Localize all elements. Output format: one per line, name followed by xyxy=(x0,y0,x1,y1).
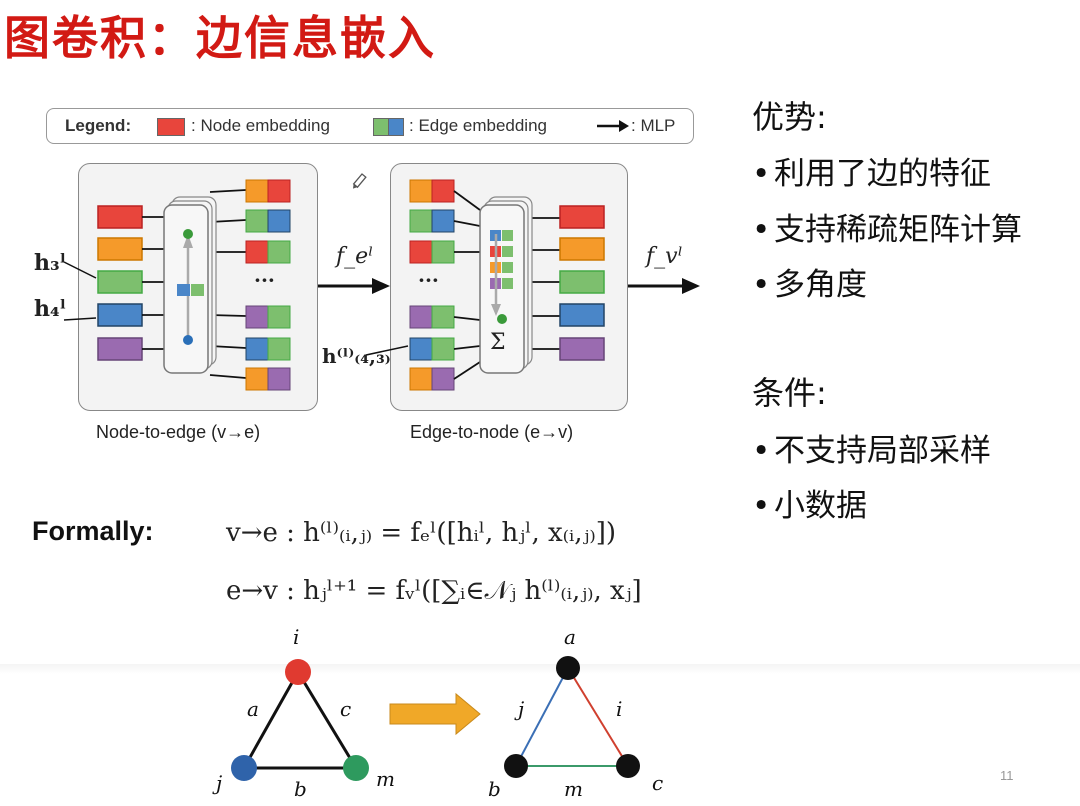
label-j-right: j xyxy=(514,697,524,721)
advantages-heading: 优势: xyxy=(752,98,827,136)
slide-title: 图卷积：边信息嵌入 xyxy=(4,11,436,65)
label-b-right: b xyxy=(488,777,501,801)
left-edge-embeddings xyxy=(245,179,291,391)
node-a xyxy=(556,656,580,680)
advantage-item: •利用了边的特征 xyxy=(752,156,991,192)
right-node-embeddings xyxy=(559,205,605,361)
advantage-item: •多角度 xyxy=(752,267,867,303)
divider-band xyxy=(0,664,1080,674)
pencil-icon xyxy=(352,173,367,189)
left-node-embeddings xyxy=(97,205,143,361)
label-c-right: c xyxy=(652,771,663,795)
equation-edge-to-node: e→v : hⱼˡ⁺¹ = fᵥˡ([∑ᵢ∈𝒩ⱼ h⁽ˡ⁾₍ᵢ,ⱼ₎, xⱼ] xyxy=(226,576,642,606)
legend-edge-label: : Edge embedding xyxy=(409,116,547,135)
formally-label: Formally: xyxy=(32,516,154,546)
condition-item: •不支持局部采样 xyxy=(752,433,991,469)
node-j xyxy=(231,755,257,781)
node-c xyxy=(616,754,640,778)
legend-mlp-label: : MLP xyxy=(631,116,676,135)
legend-heading: Legend: xyxy=(65,116,132,135)
label-j: j xyxy=(212,771,222,795)
edge-to-node-caption: Edge-to-node (e→v) xyxy=(410,422,574,442)
architecture-diagram xyxy=(63,173,700,391)
legend-box: Legend: : Node embedding : Edge embeddin… xyxy=(46,108,694,144)
node-i xyxy=(285,659,311,685)
label-a-right: a xyxy=(564,625,576,649)
label-c: c xyxy=(340,697,351,721)
label-a: a xyxy=(247,697,259,721)
equation-node-to-edge: v→e : h⁽ˡ⁾₍ᵢ,ⱼ₎ = fₑˡ([hᵢˡ, hⱼˡ, x₍ᵢ,ⱼ₎]… xyxy=(226,518,617,548)
page-number: 11 xyxy=(1000,768,1014,783)
right-edge-embeddings xyxy=(409,179,455,391)
right-dots: ··· xyxy=(418,268,439,292)
node-b xyxy=(504,754,528,778)
mlp-arrow-icon xyxy=(597,120,629,132)
edge-embedding-swatch-green xyxy=(373,118,389,136)
graph-transform-diagram: i a c j b m a j i b m c xyxy=(212,625,663,801)
fv-label: f_vˡ xyxy=(646,244,683,269)
h3-label: h₃ˡ xyxy=(34,250,67,276)
label-i: i xyxy=(293,625,299,649)
label-m-right: m xyxy=(564,777,583,801)
condition-item: •小数据 xyxy=(752,488,867,524)
label-m: m xyxy=(376,767,395,791)
node-embedding-swatch xyxy=(157,118,185,136)
sum-symbol: Σ xyxy=(490,330,506,355)
node-to-edge-caption: Node-to-edge (v→e) xyxy=(96,422,261,442)
node-m xyxy=(343,755,369,781)
conditions-heading: 条件: xyxy=(752,374,827,412)
h43-label: h⁽ˡ⁾₍₄,₃₎ xyxy=(322,344,391,368)
advantage-item: •支持稀疏矩阵计算 xyxy=(752,212,1022,248)
h4-label: h₄ˡ xyxy=(34,296,67,322)
label-i-right: i xyxy=(616,697,622,721)
edge-embedding-swatch-blue xyxy=(388,118,404,136)
legend-node-label: : Node embedding xyxy=(191,116,330,135)
label-b: b xyxy=(294,777,307,801)
left-dots: ··· xyxy=(254,268,275,292)
fe-label: f_eˡ xyxy=(336,244,374,269)
